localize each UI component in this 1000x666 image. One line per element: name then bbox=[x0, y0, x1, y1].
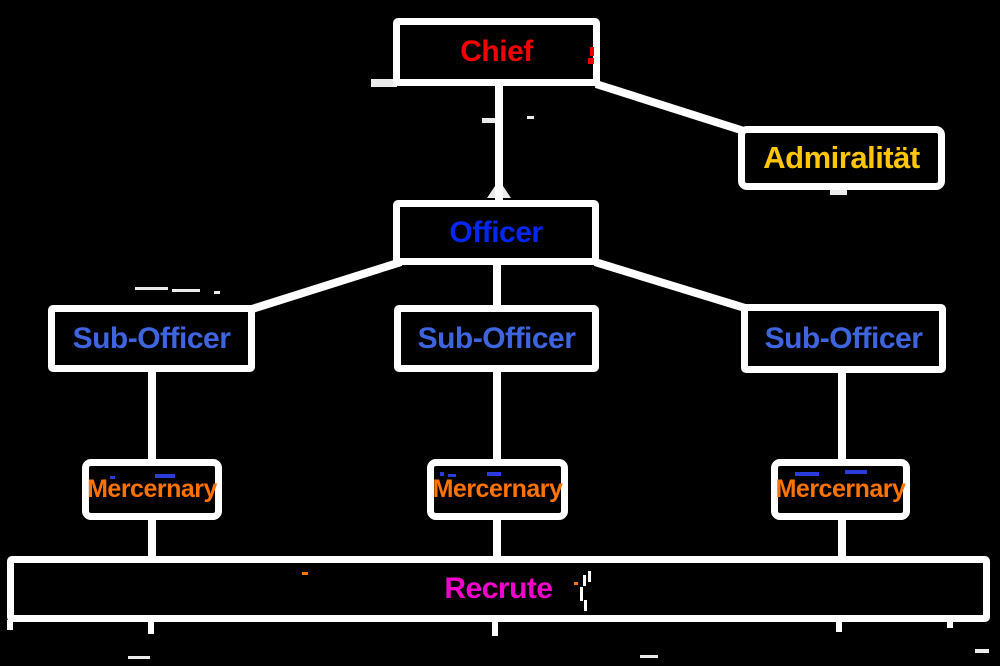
arrowhead-artifact bbox=[487, 180, 511, 198]
node-sub-officer-right-label: Sub-Officer bbox=[764, 321, 923, 355]
node-mercenary-middle-label: Mercernary bbox=[432, 475, 563, 503]
speck-artifact bbox=[975, 649, 989, 653]
smear-artifact bbox=[830, 189, 847, 195]
blue-remnant-artifact bbox=[845, 470, 867, 474]
node-sub-officer-middle: Sub-Officer bbox=[394, 305, 599, 372]
blue-remnant-artifact bbox=[795, 472, 819, 476]
speck-artifact bbox=[128, 656, 150, 659]
edge-officer-subleft bbox=[250, 258, 403, 313]
node-admiralty-label: Admiralität bbox=[763, 140, 920, 175]
speck-artifact bbox=[527, 116, 534, 119]
blue-remnant-artifact bbox=[440, 472, 444, 476]
orange-speck-artifact bbox=[574, 582, 578, 585]
speck-artifact bbox=[640, 655, 658, 658]
node-mercenary-left: Mercernary bbox=[82, 459, 222, 520]
node-recruit-label: Recrute bbox=[444, 572, 553, 605]
node-mercenary-middle: Mercernary bbox=[427, 459, 568, 520]
white-remnant-artifact bbox=[580, 587, 583, 601]
blue-remnant-artifact bbox=[448, 474, 456, 477]
dash-artifact bbox=[214, 291, 220, 294]
blue-remnant-artifact bbox=[155, 474, 175, 478]
blue-remnant-artifact bbox=[487, 472, 501, 476]
node-chief-label: Chief bbox=[460, 35, 533, 68]
tick-artifact bbox=[482, 118, 499, 123]
orange-speck-artifact bbox=[302, 572, 308, 575]
node-mercenary-right: Mercernary bbox=[771, 459, 910, 520]
dash-artifact bbox=[135, 287, 168, 290]
blue-remnant-artifact bbox=[110, 476, 115, 479]
node-recruit: Recrute bbox=[7, 556, 990, 622]
node-sub-officer-left-label: Sub-Officer bbox=[72, 321, 231, 355]
node-mercenary-right-label: Mercernary bbox=[775, 475, 906, 503]
red-smudge-artifact bbox=[588, 58, 594, 64]
node-mercenary-left-label: Mercernary bbox=[87, 475, 217, 503]
node-officer-label: Officer bbox=[449, 215, 543, 249]
node-admiralty: Admiralität bbox=[738, 126, 945, 190]
edge-chief-admiralty bbox=[594, 80, 746, 135]
dash-artifact bbox=[172, 289, 200, 292]
white-remnant-artifact bbox=[588, 571, 591, 582]
node-officer: Officer bbox=[393, 200, 599, 265]
node-sub-officer-middle-label: Sub-Officer bbox=[417, 321, 576, 355]
node-chief: Chief bbox=[393, 18, 600, 86]
red-smudge-artifact bbox=[590, 47, 594, 56]
smear-artifact bbox=[371, 79, 397, 87]
edge-officer-subright bbox=[593, 258, 747, 312]
white-remnant-artifact bbox=[584, 600, 587, 611]
white-remnant-artifact bbox=[583, 575, 586, 586]
node-sub-officer-right: Sub-Officer bbox=[741, 304, 946, 373]
node-sub-officer-left: Sub-Officer bbox=[48, 305, 255, 372]
